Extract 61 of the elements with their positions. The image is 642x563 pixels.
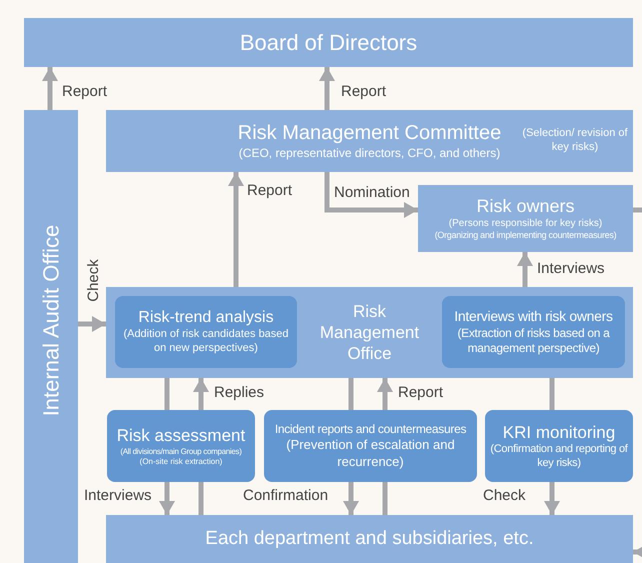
arrow: [193, 378, 209, 410]
node-title: Risk-trend analysis: [138, 308, 274, 328]
arrow: [319, 67, 335, 110]
process-box: [442, 296, 625, 368]
connector-line: [633, 208, 642, 212]
arrow: [228, 172, 244, 287]
office-panel: [106, 287, 633, 378]
connector-line: [164, 378, 170, 410]
departments-box: [106, 515, 633, 563]
node-subtitle: (CEO, representative directors, CFO, and others): [238, 146, 500, 161]
arrow: [377, 378, 393, 410]
arrow: [78, 316, 106, 332]
node-title: Risk Management Office: [318, 300, 420, 364]
node-subtitle: (Prevention of escalation and recurrence): [285, 437, 456, 470]
connector-line: [382, 482, 388, 515]
node-subtitle: (Extraction of risks based on a management perspective): [456, 326, 611, 356]
edge-label: Report: [62, 84, 108, 99]
process-box: [115, 296, 297, 368]
edge-label: Report: [247, 183, 292, 198]
process-box: [264, 410, 477, 482]
process-box: [107, 410, 255, 482]
node-title: Incident reports and countermeasures: [274, 422, 466, 438]
board-box: [24, 18, 633, 67]
arrow: [517, 252, 533, 287]
node-subtitle: (Addition of risk candidates based on new perspectives): [122, 328, 290, 356]
node-subtitle: (All divisions/main Group companies): [120, 446, 242, 457]
node-title: Board of Directors: [240, 29, 418, 57]
connector-line: [198, 482, 204, 515]
node-title: KRI monitoring: [502, 422, 616, 443]
arrow: [159, 482, 175, 515]
node-title: Internal Audit Office: [38, 224, 64, 416]
arrow: [42, 67, 58, 110]
node-title: Risk owners: [476, 195, 575, 218]
connector-line: [550, 378, 554, 410]
arrow: [343, 482, 359, 515]
node-subtitle: (Confirmation and reporting of key risks): [489, 442, 629, 470]
edge-label: Nomination: [334, 185, 410, 200]
edge-label: Report: [341, 84, 386, 99]
risk-owners-box: [418, 185, 633, 252]
arrow: [633, 544, 642, 560]
edge-label: Interviews: [537, 261, 605, 276]
node-subtitle: (Persons responsible for key risks): [448, 218, 602, 230]
edge-label: Check: [483, 488, 526, 503]
node-subtitle: (Organizing and implementing countermeasures): [434, 230, 616, 242]
node-subtitle: (Selection/ revision of key risks): [521, 127, 629, 154]
node-title: Interviews with risk owners: [454, 308, 613, 326]
node-title: Each department and subsidiaries, etc.: [205, 526, 534, 551]
edge-label: Confirmation: [243, 488, 328, 503]
arrow: [324, 172, 418, 218]
node-title: Risk assessment: [116, 425, 246, 447]
connector-line: [348, 378, 354, 410]
arrow: [544, 482, 560, 515]
edge-label: Check: [86, 259, 101, 302]
edge-label: Interviews: [84, 488, 152, 503]
edge-label: Replies: [214, 385, 264, 400]
node-title: Risk Management Committee: [238, 121, 502, 146]
node-subtitle: (On-site risk extraction): [140, 456, 222, 467]
process-box: [485, 410, 633, 482]
committee-box: [106, 110, 633, 172]
audit-office-bar: [24, 110, 78, 563]
edge-label: Report: [398, 385, 444, 400]
